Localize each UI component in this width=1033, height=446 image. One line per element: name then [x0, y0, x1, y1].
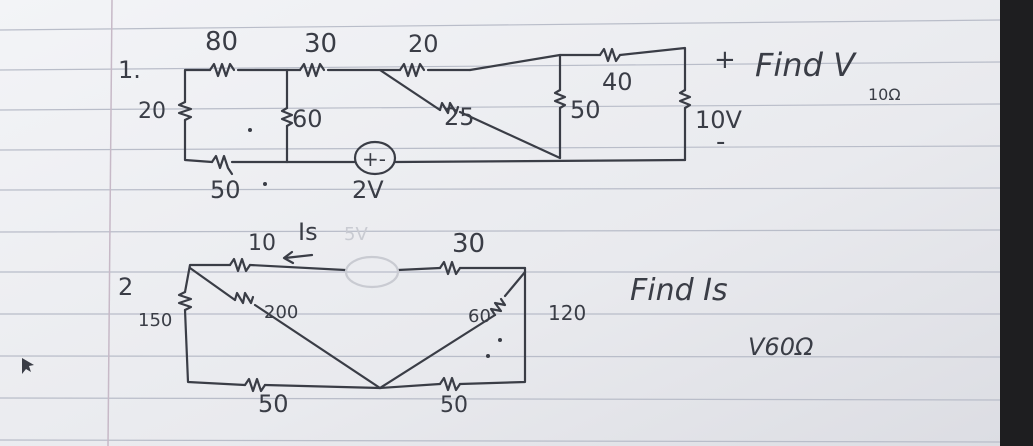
current-is-label: Is: [298, 218, 318, 246]
resistor-20-top-label: 20: [408, 30, 439, 58]
source-5v-faint-label: 5V: [344, 224, 368, 245]
minus-sign: -: [716, 127, 725, 157]
resistor-30-label: 30: [452, 229, 485, 259]
resistor-80-label: 80: [205, 27, 238, 57]
circuit-2: [177, 250, 527, 393]
resistor-50-bottom-right-label: 50: [440, 393, 468, 418]
resistor-50-vertical-label: 50: [570, 96, 601, 124]
resistor-20-left-label: 20: [138, 99, 166, 124]
resistor-200-label: 200: [264, 302, 298, 323]
resistor-120-label: 120: [548, 301, 586, 325]
source-symbol: +-: [362, 147, 386, 171]
source-2v-label: 2V: [352, 176, 384, 204]
task-1-subscript: 10Ω: [868, 85, 901, 104]
resistor-60-label: 60: [468, 306, 491, 327]
task-1-text: Find V: [755, 46, 857, 84]
problem-1-number: 1.: [118, 56, 141, 84]
task-2-line-1: Find Is: [630, 273, 728, 308]
plus-sign: +: [714, 45, 736, 75]
circuit-1: [177, 46, 692, 176]
resistor-50-bottom-left-label: 50: [258, 390, 289, 418]
resistor-10-label: 10: [248, 231, 276, 256]
resistor-40-label: 40: [602, 68, 633, 96]
mouse-pointer-icon: [22, 358, 34, 374]
dark-background: [1000, 0, 1033, 446]
resistor-25-label: 25: [444, 103, 475, 131]
resistor-50-bottom-label: 50: [210, 176, 241, 204]
resistor-10-label: 10V: [695, 106, 743, 134]
paper-sheet: [0, 0, 1000, 446]
pen-dots: [248, 128, 502, 358]
resistor-30-label: 30: [304, 29, 337, 59]
problem-2-number: 2: [118, 273, 133, 301]
resistor-150-label: 150: [138, 310, 172, 331]
margin-line: [107, 0, 113, 446]
resistor-60-label: 60: [292, 105, 323, 133]
task-2-line-2: V60Ω: [748, 333, 814, 361]
